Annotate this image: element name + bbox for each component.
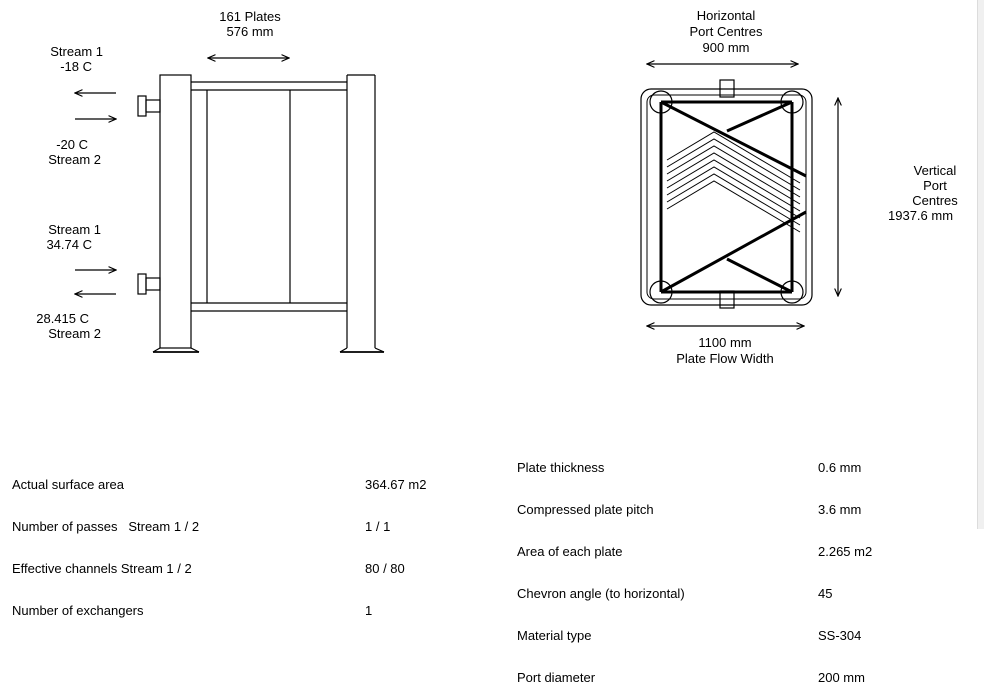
top-hanger <box>719 79 735 98</box>
fixed-frame <box>159 74 192 349</box>
horizontal-label-2: Port Centres <box>690 24 763 39</box>
table-row: Plate thickness <box>517 460 605 475</box>
heat-exchanger-diagram: 161 Plates 576 mm Stream 1 -18 C -20 C S… <box>36 8 958 366</box>
side-view <box>75 58 385 353</box>
right-table-labels: Plate thickness Compressed plate pitch A… <box>517 433 685 699</box>
vertical-value: 1937.6 mm <box>888 208 953 223</box>
bottom-stream1-label: Stream 1 <box>48 222 101 237</box>
table-row: Chevron angle (to horizontal) <box>517 586 685 601</box>
table-row: Port diameter <box>517 670 596 685</box>
plate-pack-length-label: 576 mm <box>227 24 274 39</box>
plates-count-label: 161 Plates <box>219 9 281 24</box>
gasket-path <box>659 100 807 294</box>
bottom-stream1-temp: 34.74 C <box>46 237 92 252</box>
table-cell: 80 / 80 <box>365 561 405 576</box>
bottom-nozzle <box>137 273 147 295</box>
right-table-values: 0.6 mm 3.6 mm 2.265 m2 45 SS-304 200 mm <box>818 433 872 699</box>
bottom-stream2-label: Stream 2 <box>48 326 101 341</box>
table-row: Actual surface area <box>12 477 125 492</box>
vertical-label-1: Vertical <box>914 163 957 178</box>
table-row: Area of each plate <box>517 544 623 559</box>
table-cell: 1 <box>365 603 373 618</box>
table-cell: 1 / 1 <box>365 519 391 534</box>
plate-outline <box>640 88 813 306</box>
flow-width-label: Plate Flow Width <box>676 351 774 366</box>
top-stream2-temp: -20 C <box>56 137 88 152</box>
top-stream1-label: Stream 1 <box>50 44 103 59</box>
left-table-values: 364.67 m2 1 / 1 80 / 80 1 <box>365 450 426 632</box>
table-row: Effective channels Stream 1 / 2 <box>12 561 192 576</box>
table-row: Compressed plate pitch <box>517 502 654 517</box>
table-row: Material type <box>517 628 592 643</box>
table-cell: 3.6 mm <box>818 502 862 517</box>
table-cell: 200 mm <box>818 670 865 685</box>
plate-view-labels: Horizontal Port Centres 900 mm Vertical … <box>676 8 958 366</box>
table-cell: 0.6 mm <box>818 460 862 475</box>
bottom-stream2-temp: 28.415 C <box>36 311 89 326</box>
horizontal-label-1: Horizontal <box>697 8 756 23</box>
table-row: Number of exchangers <box>12 603 144 618</box>
plate-view <box>640 64 838 326</box>
left-table-labels: Actual surface area Number of passes Str… <box>12 450 199 632</box>
top-stream1-temp: -18 C <box>60 59 92 74</box>
side-view-labels: 161 Plates 576 mm Stream 1 -18 C -20 C S… <box>36 9 281 341</box>
table-row: Number of passes Stream 1 / 2 <box>12 519 200 534</box>
vertical-label-2: Port <box>923 178 947 193</box>
top-nozzle <box>137 95 147 117</box>
window-edge <box>977 0 984 529</box>
vertical-label-3: Centres <box>912 193 958 208</box>
table-cell: 45 <box>818 586 833 601</box>
chevron-pattern <box>666 131 801 233</box>
table-cell: 2.265 m2 <box>818 544 873 559</box>
table-cell: 364.67 m2 <box>365 477 427 492</box>
horizontal-value: 900 mm <box>703 40 750 55</box>
top-stream2-label: Stream 2 <box>48 152 101 167</box>
table-cell: SS-304 <box>818 628 862 643</box>
flow-width-value: 1100 mm <box>698 335 751 350</box>
